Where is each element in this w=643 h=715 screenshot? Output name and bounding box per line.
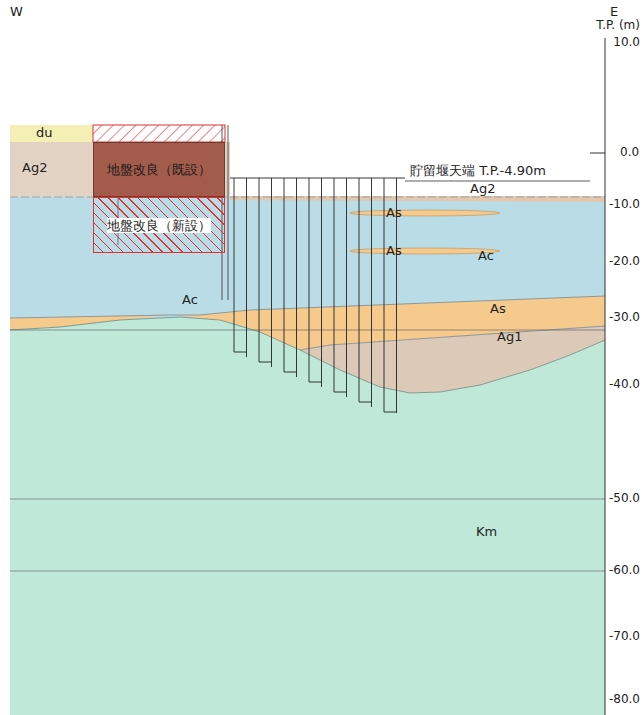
km-layer — [10, 317, 605, 715]
axis-tick: 10.0 — [613, 35, 640, 50]
improvement-label: 地盤改良（既設） — [107, 162, 211, 177]
axis-tick: -20.0 — [609, 254, 640, 269]
compass-label: W — [10, 4, 23, 19]
layer-name: Ac — [478, 248, 494, 263]
axis-tick: -50.0 — [609, 491, 640, 506]
improvement-label: 地盤改良（新設） — [107, 218, 211, 233]
axis-tick: 0.0 — [620, 145, 639, 160]
ag2-layer — [10, 142, 230, 197]
axis-unit: T.P. (m) — [596, 18, 640, 33]
layer-name: Ag2 — [470, 181, 495, 196]
existing-improvement: 地盤改良（既設） — [93, 142, 225, 197]
axis-tick: -30.0 — [609, 310, 640, 325]
layer-name: Ag2 — [22, 160, 47, 175]
layer-name: Ag1 — [497, 329, 522, 344]
axis-tick: -60.0 — [609, 563, 640, 578]
improvement-hatch — [93, 125, 225, 142]
layer-name: Ac — [182, 292, 198, 307]
du-layer — [10, 125, 93, 142]
as-lens — [350, 210, 500, 216]
layer-name: As — [386, 243, 402, 258]
axis-tick: -40.0 — [609, 377, 640, 392]
axis-tick: -80.0 — [609, 692, 640, 707]
layer-name: As — [490, 301, 506, 316]
as-lens — [350, 248, 500, 254]
new-improvement: 地盤改良（新設） — [93, 197, 225, 253]
layer-name: As — [386, 205, 402, 220]
layer-name: Km — [476, 524, 497, 539]
layer-name: du — [36, 125, 53, 140]
axis-tick: -10.0 — [609, 197, 640, 212]
elevation-note: 貯留堰天端 T.P.-4.90m — [410, 163, 546, 178]
axis-tick: -70.0 — [609, 629, 640, 644]
compass-label: E — [610, 4, 618, 19]
sheet-piles — [230, 178, 405, 413]
